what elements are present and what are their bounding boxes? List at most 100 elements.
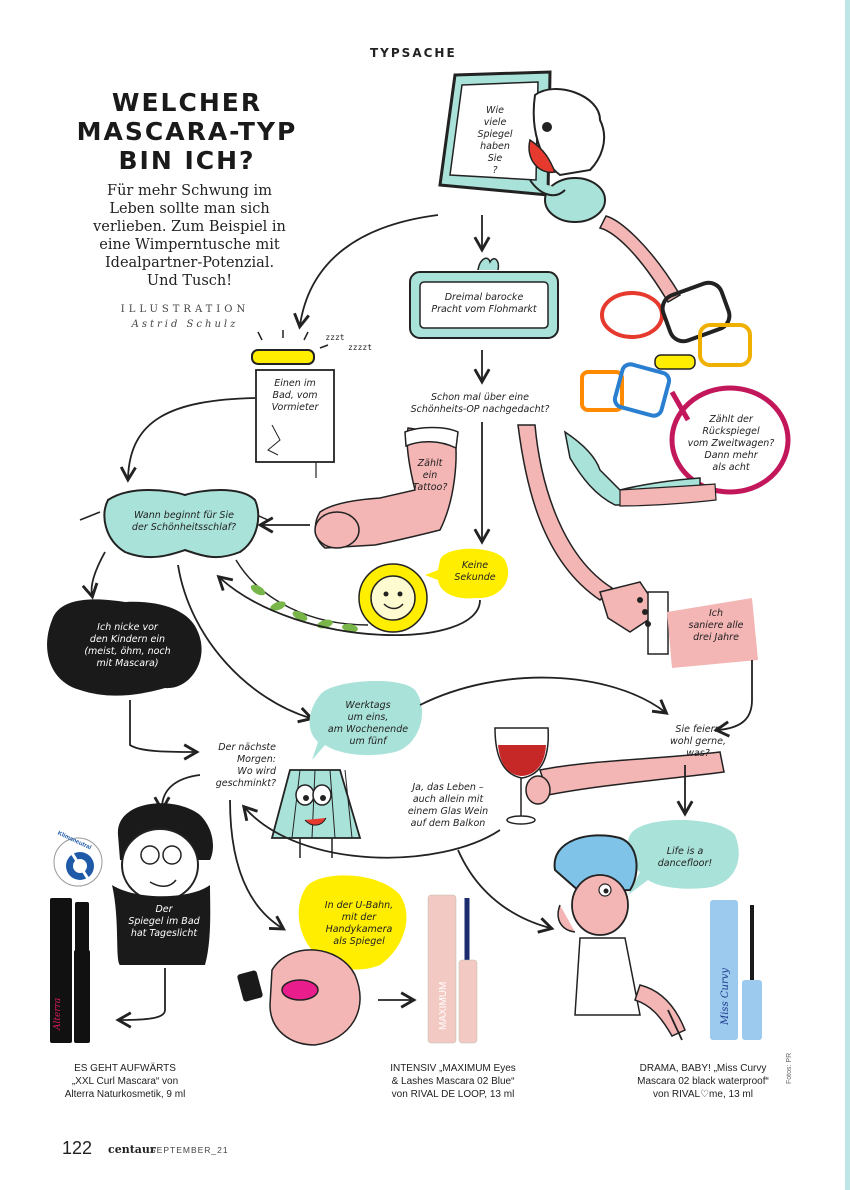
weekdays-bubble	[309, 680, 423, 760]
climate-neutral-badge	[53, 837, 103, 887]
vampire-character	[112, 803, 213, 965]
magazine-brand: centaur	[108, 1143, 156, 1156]
text-line: Ich	[708, 608, 724, 619]
wine-glass-arm	[494, 727, 725, 825]
text-line: Der	[155, 904, 173, 915]
text-line: um fünf	[349, 736, 387, 747]
text-line: Keine	[461, 560, 489, 571]
weekdays-answer: Werktags um eins, am Wochenende um fünf	[318, 700, 418, 748]
lamp-character	[270, 769, 362, 858]
text-line: saniere alle	[688, 620, 744, 631]
hairy-arm-center	[517, 424, 669, 655]
dancefloor-bubble	[627, 820, 739, 895]
intro-line: Für mehr Schwung im	[107, 183, 272, 199]
text-line: ?	[492, 165, 498, 176]
caption-line: von RIVAL♡me, 13 ml	[653, 1089, 753, 1100]
product-caption-alterra: ES GEHT AUFWÄRTS „XXL Curl Mascara“ von …	[40, 1062, 210, 1101]
caption-line: INTENSIV „MAXIMUM Eyes	[390, 1063, 516, 1074]
text-line: Handykamera	[325, 924, 393, 935]
zzzt-2: zzzzt	[347, 343, 373, 352]
text-line: Werktags	[345, 700, 391, 711]
keine-sekunde-text: Keine Sekunde	[445, 560, 505, 584]
renovate-answer: Ich saniere alle drei Jahre	[676, 608, 756, 644]
zzzt-sound: zzzt	[315, 332, 355, 344]
text-line: ein	[422, 470, 438, 481]
text-line: Bad, vom	[272, 390, 318, 401]
subway-answer: In der U-Bahn, mit der Handykamera als S…	[312, 900, 406, 948]
page-title: WELCHER MASCARA-TYP BIN ICH?	[62, 88, 312, 175]
pointing-glove	[563, 430, 717, 507]
mirror-question: Wie viele Spiegel haben Sie ?	[460, 105, 530, 177]
text-line: mit Mascara)	[96, 658, 159, 669]
subway-character	[237, 875, 407, 1046]
daylight-answer: Der Spiegel im Bad hat Tageslicht	[118, 904, 210, 940]
frame-answer: Dreimal barocke Pracht vom Flohmarkt	[420, 292, 548, 316]
caption-line: DRAMA, BABY! „Miss Curvy	[639, 1063, 767, 1074]
title-line: MASCARA-TYP	[76, 117, 298, 146]
balcony-answer: Ja, das Leben – auch allein mit einem Gl…	[400, 782, 496, 830]
illustration-label: ILLUSTRATION	[120, 304, 250, 315]
text-line: drei Jahre	[693, 632, 739, 643]
section-label: TYPSACHE	[370, 46, 457, 60]
text-line: Wann beginnt für Sie	[134, 510, 234, 521]
text-line: Sekunde	[454, 572, 496, 583]
text-line: mit der	[341, 912, 377, 923]
tattoo-arm	[314, 426, 459, 549]
text-line: Der nächste	[218, 742, 276, 753]
intro-line: verlieben. Zum Beispiel in	[93, 219, 286, 235]
caption-line: „XXL Curl Mascara“ von	[71, 1076, 179, 1087]
hairy-arm-right	[598, 215, 682, 304]
text-line: als acht	[712, 462, 750, 473]
text-line: den Kindern ein	[89, 634, 166, 645]
miss-curvy-print: Miss Curvy	[720, 968, 731, 1026]
text-line: Life is a	[666, 846, 704, 857]
text-line: vom Zweitwagen?	[687, 438, 775, 449]
text-line: Spiegel	[477, 129, 513, 140]
mirror-character	[438, 70, 606, 223]
text-line: Ja, das Leben –	[412, 782, 484, 793]
text-line: was?	[686, 748, 710, 759]
caption-line: Alterra Naturkosmetik, 9 ml	[64, 1089, 186, 1100]
text-line: Dreimal barocke	[444, 292, 524, 303]
text-line: Sie	[487, 153, 503, 164]
bathroom-lamp	[251, 330, 329, 365]
title-line: WELCHER	[111, 88, 263, 117]
sign-board	[255, 369, 335, 478]
text-line: Zählt	[417, 458, 443, 469]
text-line: Zählt der	[709, 414, 753, 425]
zzzt-1: zzzt	[325, 333, 345, 342]
issue-label: SEPTEMBER_21	[150, 1145, 229, 1155]
caption-line: Mascara 02 black waterproof“	[637, 1076, 769, 1087]
text-line: Spiegel im Bad	[128, 916, 200, 927]
product-caption-miss-curvy: DRAMA, BABY! „Miss Curvy Mascara 02 blac…	[618, 1062, 788, 1101]
text-line: um eins,	[347, 712, 389, 723]
party-question: Sie feiern wohl gerne, was?	[658, 724, 738, 760]
maximum-print: MAXIMUM	[438, 982, 449, 1030]
caption-line: ES GEHT AUFWÄRTS	[74, 1063, 176, 1074]
text-line: dancefloor!	[657, 858, 713, 869]
text-line: am Wochenende	[327, 724, 409, 735]
text-line: (meist, öhm, noch	[84, 646, 171, 657]
sign-answer: Einen im Bad, vom Vormieter	[258, 378, 332, 414]
renovate-note	[667, 598, 758, 668]
tattoo-question: Zählt ein Tattoo?	[408, 458, 452, 494]
text-line: auch allein mit	[412, 794, 484, 805]
sleep-mask	[79, 489, 269, 559]
caption-line: von RIVAL DE LOOP, 13 ml	[391, 1089, 515, 1100]
text-line: Vormieter	[271, 402, 319, 413]
page-number: 122	[62, 1138, 93, 1158]
text-line: Einen im	[274, 378, 316, 389]
product-maximum-mascara: MAXIMUM	[427, 894, 478, 1044]
text-line: Morgen:	[236, 754, 276, 765]
text-line: Rückspiegel	[702, 426, 760, 437]
vine	[235, 559, 369, 633]
caption-line: & Lashes Mascara 02 Blue“	[391, 1076, 515, 1087]
rearview-mirrors	[580, 280, 791, 495]
text-line: einem Glas Wein	[407, 806, 489, 817]
intro-line: Leben sollte man sich	[109, 201, 270, 217]
product-miss-curvy-mascara: Miss Curvy	[710, 900, 762, 1040]
text-line: In der U-Bahn,	[324, 900, 394, 911]
page-edge-strip	[845, 0, 850, 1190]
text-line: als Spiegel	[333, 936, 385, 947]
text-line: Wo wird	[237, 766, 276, 777]
